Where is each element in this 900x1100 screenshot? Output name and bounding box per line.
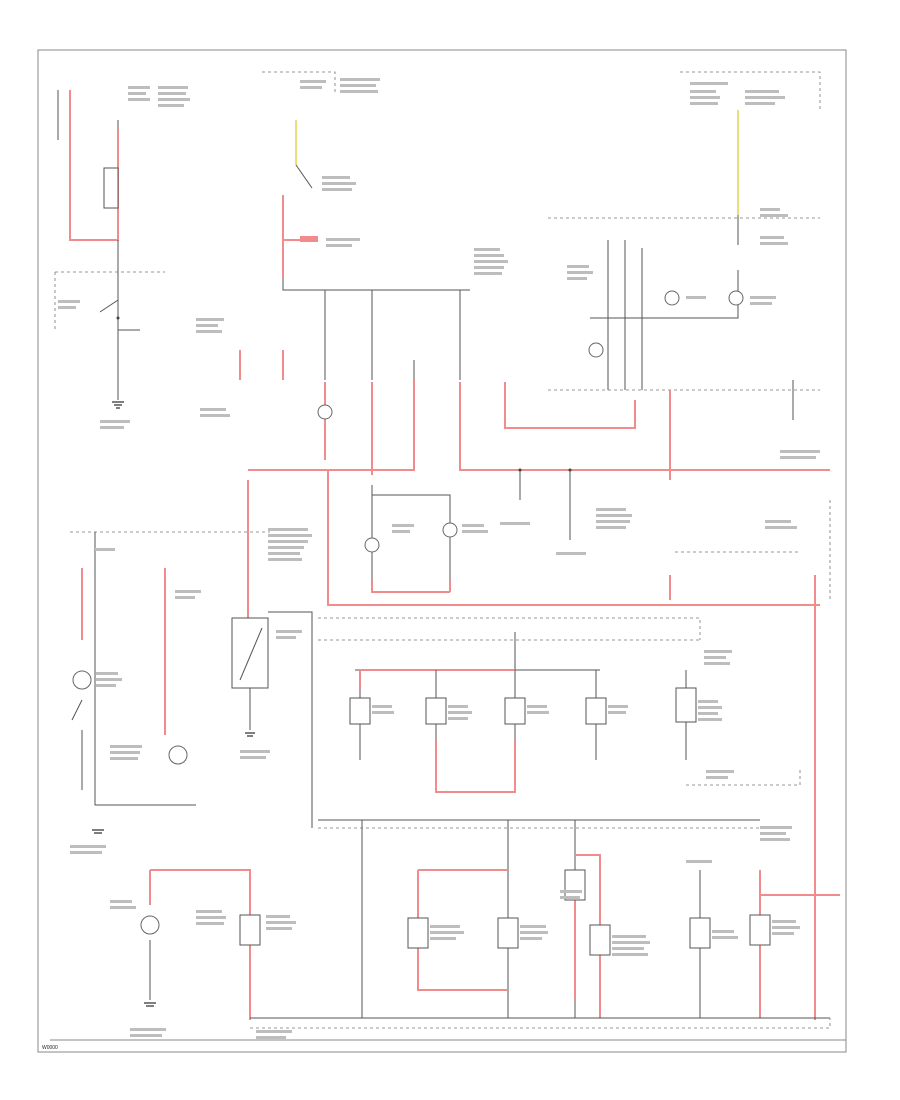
bottom-row-group — [110, 819, 840, 1039]
text-block-top-center — [300, 78, 380, 247]
main-bus-group — [196, 248, 831, 1020]
top-right-fuse-group — [504, 71, 821, 480]
text-block-top-left — [58, 86, 190, 429]
text-block-bottom — [110, 826, 800, 1039]
text-block-left-mid — [70, 528, 312, 854]
indicator-row-group — [318, 617, 801, 793]
top-center-switch-group — [262, 71, 470, 291]
text-block-top-right — [567, 82, 820, 459]
top-left-fuse-group — [54, 86, 190, 429]
text-block-mid — [196, 248, 797, 555]
text-block-indicators — [372, 650, 734, 779]
diagram-frame — [37, 49, 847, 1053]
diagram-code: W0000 — [42, 1045, 58, 1051]
left-mid-switch-group — [70, 480, 313, 854]
